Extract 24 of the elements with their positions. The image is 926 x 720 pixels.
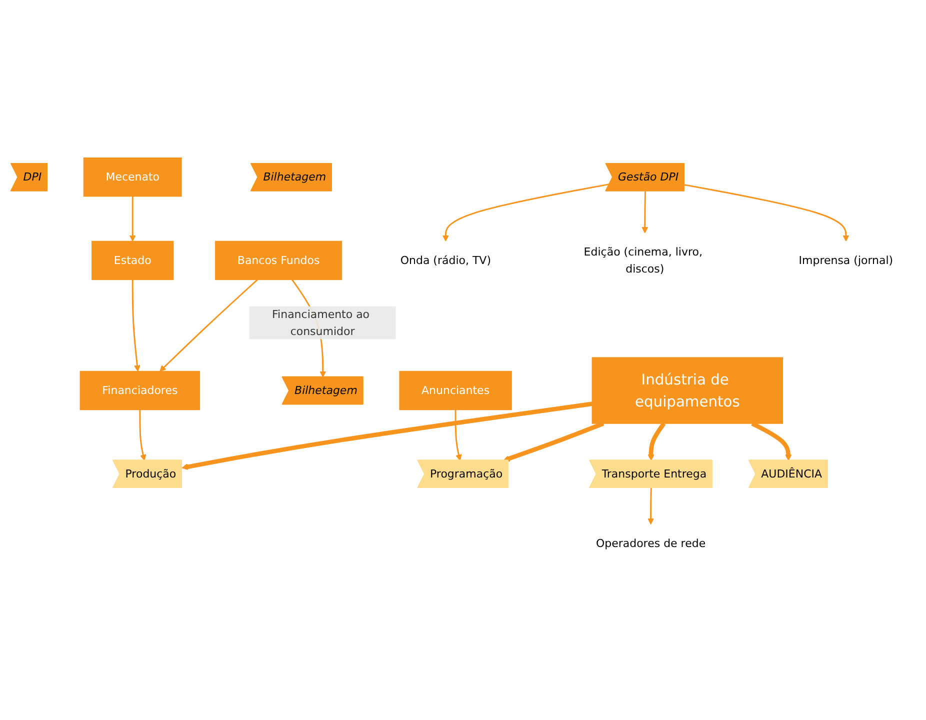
node-box: Estado [92, 240, 174, 280]
arrow [454, 409, 462, 460]
arrow [648, 488, 654, 524]
node-box: Anunciantes [399, 370, 512, 410]
arrow [182, 401, 592, 470]
node-box: Financiadores [80, 370, 200, 410]
arrow [129, 196, 136, 242]
arrow [648, 422, 666, 460]
node-box: Indústria de equipamentos [592, 356, 784, 424]
edge-label: Financiamento ao consumidor [272, 307, 370, 338]
arrow [751, 421, 792, 460]
arrow [132, 279, 140, 372]
node-text: Edição (cinema, livro, discos) [584, 245, 702, 275]
node-box: Mecenato [83, 157, 182, 196]
arrow [442, 183, 610, 242]
node-box: Bancos Fundos [215, 240, 342, 280]
node-text: Operadores de rede [596, 536, 706, 550]
arrow [503, 421, 604, 462]
arrow [160, 278, 258, 372]
arrow [642, 190, 648, 233]
arrow [139, 409, 146, 460]
node-text: Imprensa (jornal) [798, 253, 894, 267]
node-text: Onda (rádio, TV) [400, 253, 491, 267]
arrow [684, 184, 850, 242]
